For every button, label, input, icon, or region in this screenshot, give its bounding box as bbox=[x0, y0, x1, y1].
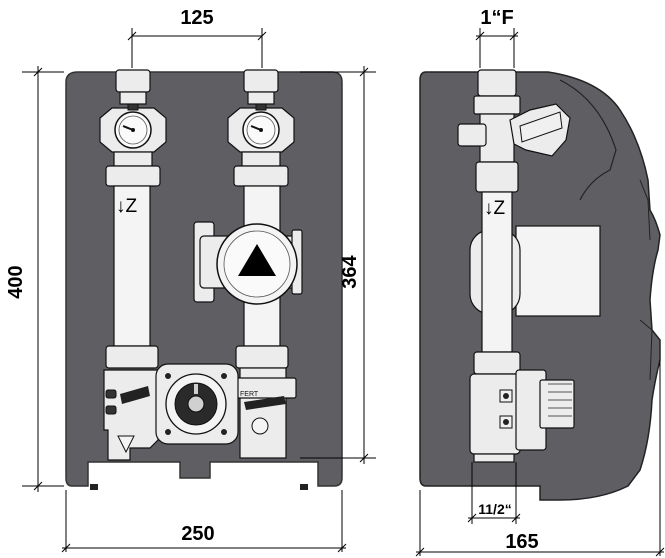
dimension-250: 250 bbox=[181, 523, 214, 545]
pump-direction-icon bbox=[238, 244, 276, 276]
mixing-valve: FERT bbox=[155, 363, 259, 445]
front-dimensions: 125 400 364 250 bbox=[5, 7, 376, 553]
side-view: ↓Z bbox=[419, 69, 661, 501]
side-flow-label: ↓Z bbox=[484, 198, 506, 219]
dimension-1-1-2: 11/2“ bbox=[478, 501, 511, 517]
dimension-165: 165 bbox=[505, 531, 538, 553]
dimension-400: 400 bbox=[5, 265, 27, 298]
dimension-1f: 1“F bbox=[480, 7, 513, 29]
left-pipe-assembly bbox=[99, 69, 167, 461]
dimension-125: 125 bbox=[180, 7, 213, 29]
pump-motor-side bbox=[515, 225, 601, 317]
dimension-364: 364 bbox=[339, 254, 361, 288]
valve-marking: FERT bbox=[240, 391, 259, 398]
pump bbox=[193, 221, 303, 305]
front-flow-label: ↓Z bbox=[116, 196, 138, 217]
front-view: FERT ↓Z bbox=[65, 69, 343, 490]
side-dimensions: 1“F 11/2“ 165 bbox=[415, 7, 665, 557]
